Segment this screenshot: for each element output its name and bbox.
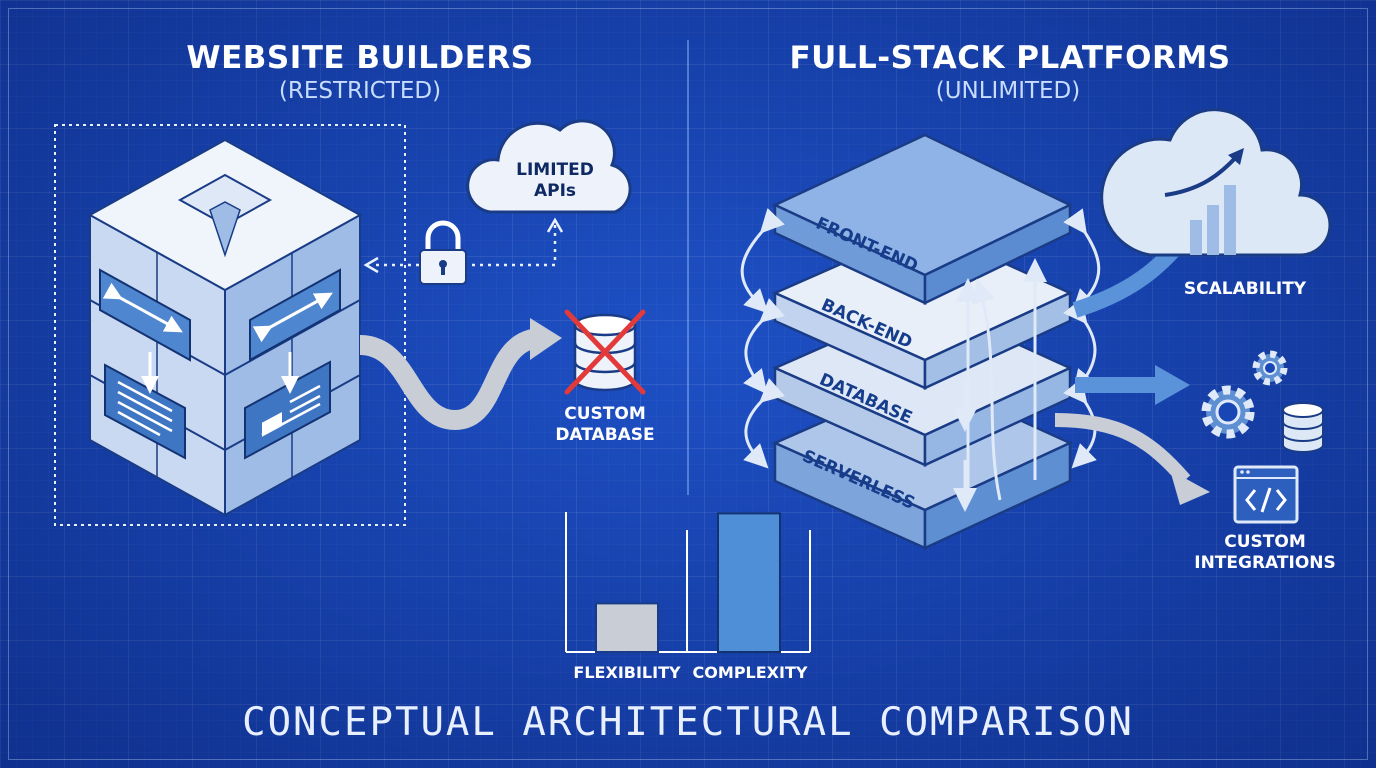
layer-stack [771,133,1073,550]
layer-vertical-arrows [953,258,1047,512]
bar-complexity [717,512,781,654]
chart-label-flexibility: FLEXIBILITY [573,663,681,682]
custom-database-label: CUSTOM DATABASE [545,404,665,446]
gear-icon [1201,350,1288,439]
cloud-chart-icon [1100,108,1332,257]
lock-icon [419,220,467,285]
monolith-block-cluster [87,138,363,517]
code-window-icon [1233,465,1299,524]
footer-caption: CONCEPTUAL ARCHITECTURAL COMPARISON [242,700,1134,745]
comparison-chart [565,512,811,654]
scalability-label: SCALABILITY [1183,279,1307,299]
custom-integrations-line1: CUSTOM [1224,532,1306,552]
left-subtitle: (RESTRICTED) [278,78,442,104]
custom-integrations-line2: INTEGRATIONS [1194,553,1336,573]
right-title: FULL-STACK PLATFORMS [789,40,1231,76]
blocked-flow-arrow [359,328,542,431]
outer-frame [8,8,1368,760]
integrations-arrow [1054,413,1191,485]
bar-flexibility [595,602,659,654]
custom-integrations-label: CUSTOM INTEGRATIONS [1180,532,1350,574]
left-title: WEBSITE BUILDERS [186,40,534,76]
cloud-icon [466,119,632,214]
limited-apis-label: LIMITED APIs [500,160,610,202]
limited-apis-line1: LIMITED [516,160,594,180]
custom-database-line1: CUSTOM [564,404,646,424]
blocked-x-mark [564,309,646,395]
server-database-icon [1282,402,1324,453]
limited-apis-line2: APIs [533,181,577,201]
chart-label-complexity: COMPLEXITY [692,663,808,682]
right-subtitle: (UNLIMITED) [935,78,1081,104]
restriction-boundary [54,124,406,526]
custom-database-line2: DATABASE [555,425,655,445]
